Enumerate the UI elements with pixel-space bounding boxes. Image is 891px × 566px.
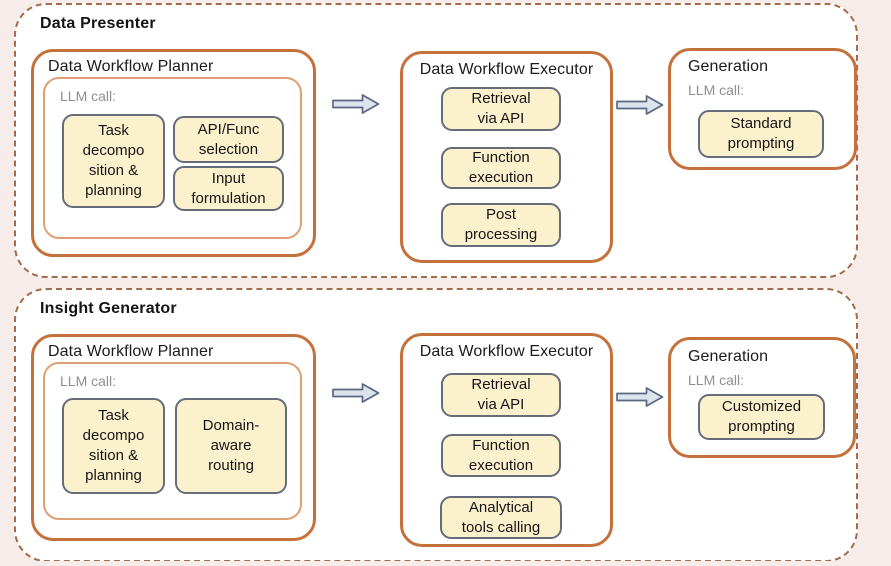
data-presenter-panel: Data Presenter Data Workflow Planner LLM…: [14, 3, 858, 278]
data-workflow-executor-box: Data Workflow Executor Retrieval via API…: [400, 333, 613, 547]
insight-generator-panel: Insight Generator Data Workflow Planner …: [14, 288, 858, 562]
flow-arrow-icon: [332, 383, 380, 403]
planner-title: Data Workflow Planner: [48, 343, 214, 360]
chip-analytical-tools-calling: Analytical tools calling: [440, 496, 562, 539]
chip-customized-prompting: Customized prompting: [698, 394, 825, 440]
llm-call-label: LLM call:: [688, 82, 745, 98]
chip-input-formulation: Input formulation: [173, 166, 284, 211]
chip-standard-prompting: Standard prompting: [698, 110, 824, 158]
chip-function-execution: Function execution: [441, 147, 561, 189]
chip-retrieval-via-api: Retrieval via API: [441, 373, 561, 417]
generation-box: Generation LLM call: Customized promptin…: [668, 337, 856, 458]
chip-api-func-selection: API/Func selection: [173, 116, 284, 163]
data-workflow-planner-box: Data Workflow Planner LLM call: Task dec…: [31, 49, 316, 257]
generation-title: Generation: [688, 58, 769, 75]
section-title: Data Presenter: [40, 15, 156, 32]
data-workflow-executor-box: Data Workflow Executor Retrieval via API…: [400, 51, 613, 263]
planner-title: Data Workflow Planner: [48, 58, 214, 75]
chip-task-decomposition: Task decompo sition & planning: [62, 398, 165, 494]
chip-post-processing: Post processing: [441, 203, 561, 247]
generation-title: Generation: [688, 348, 769, 365]
chip-retrieval-via-api: Retrieval via API: [441, 87, 561, 131]
flow-arrow-icon: [616, 95, 664, 115]
chip-task-decomposition: Task decompo sition & planning: [62, 114, 165, 208]
chip-domain-aware-routing: Domain- aware routing: [175, 398, 287, 494]
llm-call-label: LLM call:: [60, 88, 117, 104]
llm-call-group: LLM call: Task decompo sition & planning…: [43, 362, 302, 520]
llm-call-label: LLM call:: [688, 372, 745, 388]
generation-box: Generation LLM call: Standard prompting: [668, 48, 857, 170]
llm-call-label: LLM call:: [60, 373, 117, 389]
executor-title: Data Workflow Executor: [419, 61, 594, 78]
flow-arrow-icon: [332, 94, 380, 114]
page-edge: [0, 561, 891, 566]
executor-title: Data Workflow Executor: [419, 343, 594, 360]
data-workflow-planner-box: Data Workflow Planner LLM call: Task dec…: [31, 334, 316, 541]
page-edge: [0, 0, 12, 566]
llm-call-group: LLM call: Task decompo sition & planning…: [43, 77, 302, 239]
flow-arrow-icon: [616, 387, 664, 407]
chip-function-execution: Function execution: [441, 434, 561, 477]
section-title: Insight Generator: [40, 300, 177, 317]
